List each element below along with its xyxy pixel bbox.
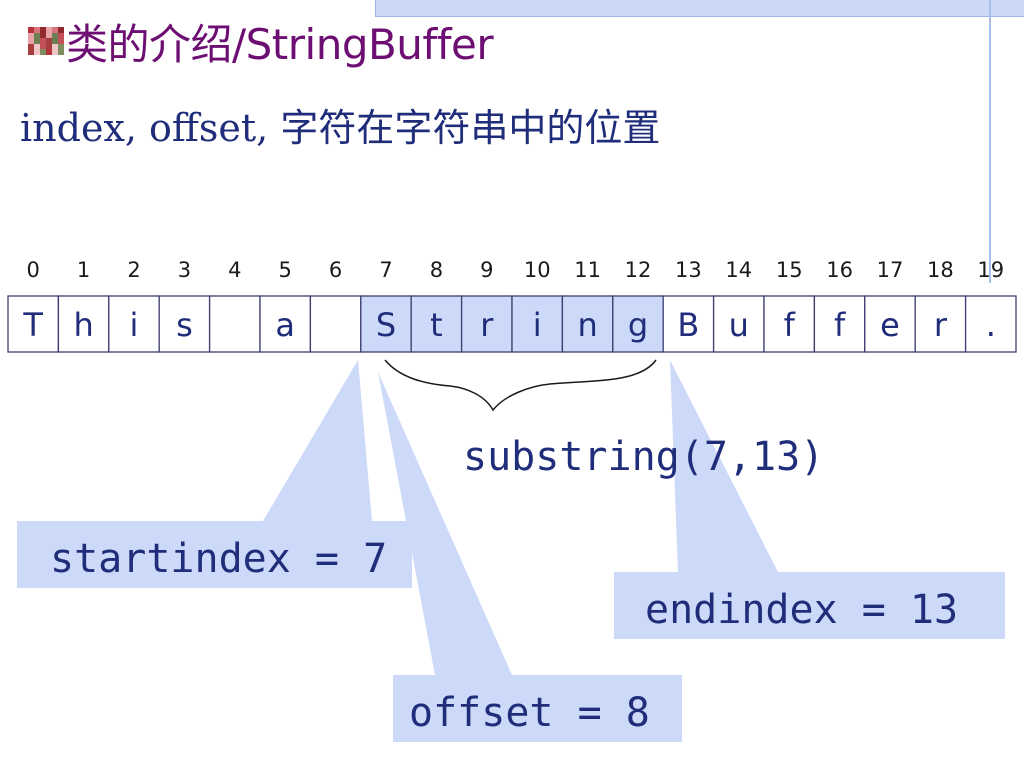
char-label-17: e [880,306,900,344]
char-label-1: h [73,306,93,344]
char-cell-2: i [108,295,160,353]
index-number-11: 11 [574,258,601,282]
index-number-14: 14 [725,258,752,282]
char-cell-19: . [964,295,1017,353]
index-number-1: 1 [77,258,90,282]
index-number-4: 4 [228,258,241,282]
header-decoration-line [989,0,991,283]
char-label-15: f [784,306,796,344]
callout-boxes: startindex = 7 offset = 8 endindex = 13 [17,521,1005,742]
index-number-18: 18 [927,258,954,282]
index-number-12: 12 [625,258,652,282]
slide-subtitle: index, offset, 字符在字符串中的位置 [20,106,661,150]
startindex-callout-text: startindex = 7 [50,536,387,582]
char-cell-16: f [813,295,866,353]
substring-label: substring(7,13) [463,434,824,480]
index-number-17: 17 [877,258,904,282]
index-number-8: 8 [430,258,443,282]
index-number-19: 19 [977,258,1004,282]
char-cell-13: B [662,295,715,353]
char-label-14: u [729,306,749,344]
char-cell-3: s [158,295,211,353]
index-number-16: 16 [826,258,853,282]
endindex-callout-text: endindex = 13 [645,587,958,633]
char-cell-18: r [914,295,967,353]
offset-callout: offset = 8 [393,675,682,742]
char-label-10: i [533,306,542,344]
char-cell-5: a [259,295,312,353]
char-cell-12: g [612,295,664,353]
slide-bullet-icon [28,27,64,55]
char-cell-1: h [57,295,110,353]
char-cell-8: t [410,295,463,353]
char-label-18: r [934,306,948,344]
char-label-7: S [376,306,396,344]
char-label-3: s [176,306,193,344]
index-number-6: 6 [329,258,342,282]
char-label-11: n [577,306,597,344]
char-label-13: B [677,306,699,344]
char-label-2: i [130,306,139,344]
index-number-5: 5 [279,258,292,282]
endindex-callout: endindex = 13 [614,572,1005,639]
index-number-7: 7 [379,258,392,282]
char-label-16: f [834,306,846,344]
index-number-2: 2 [127,258,140,282]
char-cell-17: e [864,295,916,353]
offset-callout-text: offset = 8 [409,690,650,736]
endindex-callout-pointer [670,360,778,572]
index-number-13: 13 [675,258,702,282]
char-cell-0: T [7,295,60,353]
char-cell-6 [309,295,362,353]
char-label-0: T [22,306,43,344]
char-label-19: . [986,306,996,344]
slide-title: 类的介绍/StringBuffer [66,20,494,69]
offset-callout-pointer [378,372,512,675]
char-label-12: g [628,306,648,344]
startindex-callout: startindex = 7 [17,521,412,588]
index-number-15: 15 [776,258,803,282]
char-cell-15: f [763,295,816,353]
substring-brace [384,359,657,412]
char-cell-4 [208,295,261,353]
startindex-callout-pointer [263,360,372,521]
index-number-9: 9 [480,258,493,282]
callout-pointers [263,360,778,675]
index-number-0: 0 [27,258,40,282]
char-label-9: r [480,306,494,344]
char-cell-9: r [460,295,513,353]
char-cell-10: i [511,295,564,353]
char-cell-11: n [561,295,614,353]
char-cell-7: S [360,295,412,353]
index-number-3: 3 [178,258,191,282]
char-cell-14: u [712,295,765,353]
index-number-10: 10 [524,258,551,282]
char-label-8: t [430,306,443,344]
header-decoration-band [375,0,1024,17]
char-label-5: a [275,306,295,344]
